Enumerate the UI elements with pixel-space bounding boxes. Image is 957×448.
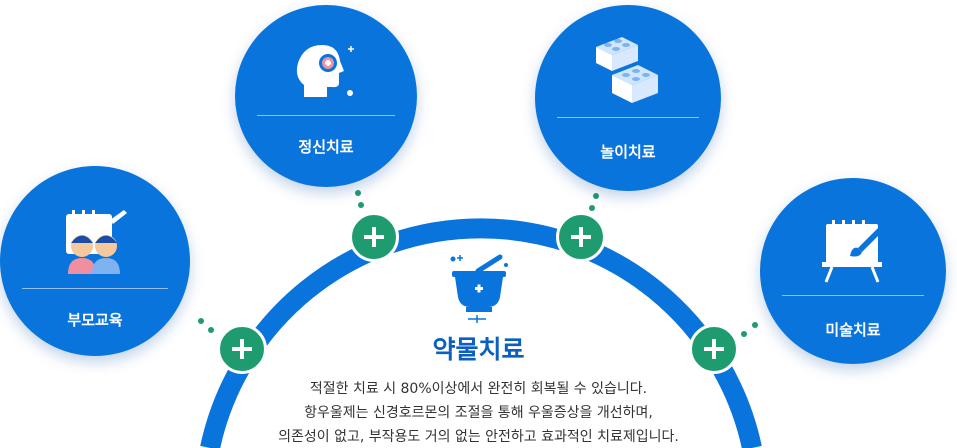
people-board-icon: [66, 210, 127, 274]
plus-icon: [217, 324, 267, 374]
description-line: 항우울제는 신경호르몬의 조절을 통해 우울증상을 개선하며,: [304, 405, 653, 421]
blocks-icon: [596, 37, 658, 103]
node-label: 정신치료: [298, 138, 354, 156]
node-parent-education: 부모교육: [0, 166, 190, 356]
mortar-pestle-icon: [450, 254, 508, 323]
node-play-therapy: 놀이치료: [535, 5, 721, 191]
node-label: 놀이치료: [600, 143, 656, 161]
head-plus-icon: [296, 45, 354, 97]
plus-icon: [689, 324, 739, 374]
node-label: 미술치료: [825, 321, 881, 339]
plus-icon: [349, 212, 399, 262]
description-line: 적절한 치료 시 80%이상에서 완전히 회복될 수 있습니다.: [309, 381, 648, 397]
center-title: 약물치료: [432, 335, 525, 364]
node-label: 부모교육: [67, 311, 123, 329]
plus-icon: [556, 212, 606, 262]
node-mental-therapy: 정신치료: [235, 5, 417, 187]
description-line: 의존성이 없고, 부작용도 거의 없는 안전하고 효과적인 치료제입니다.: [278, 429, 679, 445]
easel-brush-icon: [822, 220, 884, 283]
node-art-therapy: 미술치료: [760, 178, 946, 364]
